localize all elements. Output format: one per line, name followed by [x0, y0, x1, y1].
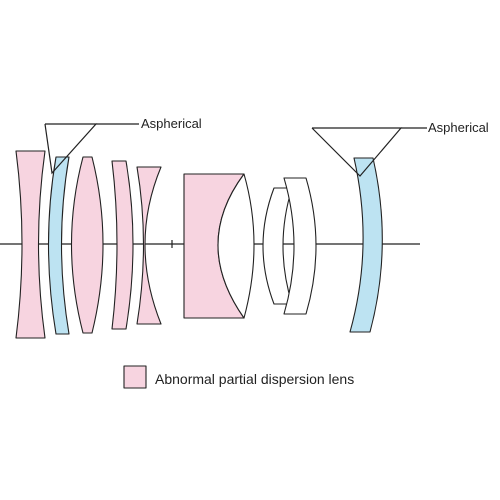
left-callout-leader — [44, 123, 98, 175]
lens-element-3 — [70, 156, 104, 334]
lens-element-1 — [15, 150, 46, 339]
left-aspherical-callout: Aspherical — [44, 116, 202, 175]
lens-element-8 — [262, 187, 293, 305]
legend-label: Abnormal partial dispersion lens — [155, 371, 354, 387]
legend: Abnormal partial dispersion lens — [123, 365, 354, 389]
right-aspherical-callout: Aspherical — [311, 120, 489, 177]
lens-element-7 — [217, 173, 255, 319]
legend-swatch — [123, 365, 147, 389]
lens-element-4 — [111, 160, 134, 330]
left-callout-label: Aspherical — [141, 116, 202, 131]
lens-element-2-aspherical — [47, 156, 70, 335]
right-callout-label: Aspherical — [428, 120, 489, 135]
lens-group-4 — [349, 157, 383, 333]
lens-group-3 — [262, 177, 317, 315]
lens-group-1 — [15, 150, 162, 339]
lens-element-9 — [283, 177, 317, 315]
lens-element-10-aspherical — [349, 157, 383, 333]
lens-element-5 — [136, 166, 162, 325]
lens-group-2 — [183, 173, 255, 319]
right-callout-leader — [311, 127, 403, 177]
